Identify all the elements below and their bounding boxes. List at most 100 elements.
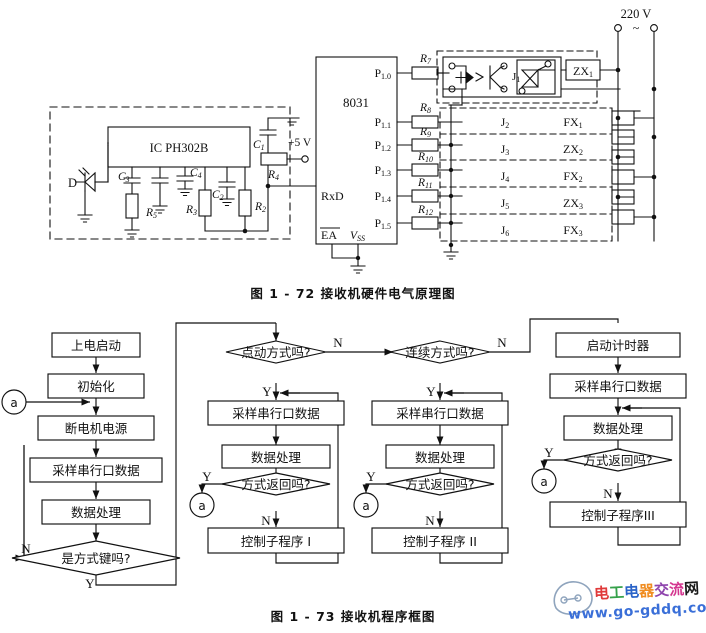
diode-light-arrows (78, 167, 90, 177)
r8-label: R8 (419, 102, 431, 115)
flow-shapes (1, 332, 687, 576)
label-continuous-mode: 连续方式吗? (405, 345, 474, 360)
branch-n-ret-b2: N (425, 513, 435, 528)
diode-label: D (68, 176, 77, 190)
label-connector-a-b2: a (362, 499, 369, 513)
node-process-data-left (41, 499, 151, 525)
label-sample-serial-left: 采样串行口数据 (52, 463, 140, 478)
c3-label: C3 (118, 171, 130, 184)
r7-label: R7 (419, 53, 432, 66)
label-is-mode-key: 是方式键吗? (61, 551, 130, 566)
out-fx3-label: FX3 (563, 223, 582, 238)
node-sample-serial-left (29, 457, 163, 483)
label-subroutine-3: 控制子程序III (581, 508, 655, 523)
relay-j6-label: J6 (501, 225, 509, 238)
r4-label: R4 (267, 169, 279, 182)
node-process-data-b2 (385, 444, 495, 469)
label-subroutine-1: 控制子程序 I (241, 534, 311, 549)
label-process-data-b1: 数据处理 (251, 450, 302, 465)
flow-loops (23, 318, 681, 586)
label-connector-a-left: a (10, 396, 17, 410)
label-initialize: 初始化 (77, 379, 115, 394)
node-subroutine-2 (371, 527, 509, 554)
figure-1-73-caption: 图 1 - 73 接收机程序框图 (270, 609, 436, 624)
supply-terminal-5v (301, 155, 309, 163)
decision-jog-mode (225, 340, 327, 364)
branch-y-left: Y (85, 576, 95, 591)
pin-p14: P1.4 (375, 191, 391, 204)
branch-y-ret-b1: Y (202, 469, 212, 484)
node-subroutine-3 (549, 501, 687, 528)
branch-y-b2: Y (426, 384, 436, 399)
resistor-r9 (411, 138, 439, 152)
branch-n-ret-b3: N (603, 486, 613, 501)
gnd-d (77, 214, 93, 223)
label-sample-serial-b3: 采样串行口数据 (574, 379, 662, 394)
gnd-bus (443, 244, 459, 260)
r11-label: R11 (417, 177, 432, 190)
resistor-r2 (238, 189, 252, 217)
branch-y-ret-b3: Y (544, 445, 554, 460)
label-start-timer: 启动计时器 (587, 338, 650, 353)
node-process-data-b1 (221, 444, 331, 469)
decision-is-mode-key (11, 540, 181, 576)
decision-mode-return-b1 (221, 472, 331, 496)
r12-label: R12 (417, 204, 433, 217)
gnd-c4 (177, 188, 193, 197)
pin-rxd: RxD (321, 189, 344, 203)
branch-y-ret-b2: Y (366, 469, 376, 484)
label-sample-serial-b2: 采样串行口数据 (396, 406, 484, 421)
figure-1-72-caption: 图 1 - 72 接收机硬件电气原理图 (250, 286, 456, 301)
gnd-mid (152, 205, 168, 214)
resistor-r12 (411, 216, 439, 230)
label-mode-return-b2: 方式返回吗? (405, 477, 474, 492)
label-power-on-start: 上电启动 (71, 338, 121, 353)
ic-ph302b-box (107, 126, 251, 168)
pin-vss: VSS (350, 230, 365, 243)
connector-a-left (1, 389, 27, 415)
label-mode-return-b3: 方式返回吗? (583, 453, 652, 468)
gnd-r5 (124, 229, 140, 238)
receiver-program-flowchart: 上电启动 初始化 断电机电源 采样串行口数据 数据处理 是方式键吗? a 点动方… (1, 318, 687, 591)
cap-mid-plates (151, 177, 169, 184)
mcu-label: 8031 (343, 95, 369, 110)
pin-p15: P1.5 (375, 218, 391, 231)
supply-label: +5 V (288, 137, 312, 149)
label-process-data-left: 数据处理 (71, 505, 122, 520)
branch-y-b1: Y (262, 384, 272, 399)
connector-a-b2 (353, 492, 379, 518)
node-sample-serial-b1 (207, 400, 345, 426)
label-cut-motor-power: 断电机电源 (65, 421, 128, 436)
r5-label: R5 (145, 207, 157, 220)
relay-j4-label: J4 (501, 171, 509, 184)
label-sample-serial-b1: 采样串行口数据 (232, 406, 320, 421)
relay-j3-label: J3 (501, 144, 509, 157)
label-jog-mode: 点动方式吗? (241, 345, 310, 360)
r3-label: R3 (185, 204, 197, 217)
gnd-c2 (219, 198, 235, 207)
resistor-r7 (411, 66, 439, 80)
decision-continuous-mode (389, 340, 491, 364)
c4-label: C4 (190, 167, 202, 180)
pin-p12: P1.2 (375, 140, 391, 153)
resistor-r10 (411, 163, 439, 177)
relay-j2-label: J2 (501, 117, 509, 130)
resistor-r4 (260, 152, 288, 166)
out-fx2-label: FX2 (563, 169, 582, 184)
resistor-r11 (411, 189, 439, 203)
gnd-c1 (284, 117, 300, 126)
branch-n-left: N (21, 541, 31, 556)
label-mode-return-b1: 方式返回吗? (241, 477, 310, 492)
label-subroutine-2: 控制子程序 II (403, 534, 477, 549)
node-subroutine-1 (207, 527, 345, 554)
label-process-data-b2: 数据处理 (415, 450, 466, 465)
gnd-mcu (350, 257, 366, 274)
pin-p13: P1.3 (375, 165, 391, 178)
r9-label: R9 (419, 126, 431, 139)
cap-c2-plates (218, 181, 236, 188)
cap-c1-plates (259, 129, 277, 136)
node-start-timer (555, 332, 681, 358)
pin-p11: P1.1 (375, 117, 391, 130)
ic-label: IC PH302B (150, 141, 209, 155)
connector-a-b3 (531, 468, 557, 494)
